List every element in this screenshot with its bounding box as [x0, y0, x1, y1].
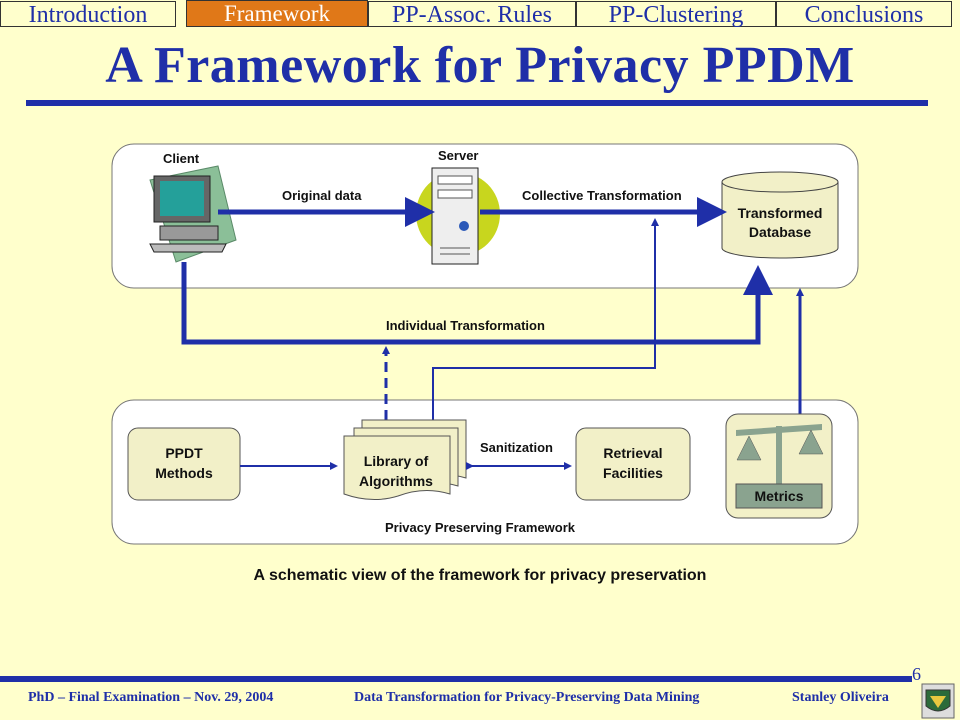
retrieval-label-line2: Facilities [603, 465, 663, 481]
ppdt-label-line2: Methods [155, 465, 213, 481]
client-label: Client [163, 151, 200, 166]
client-computer-icon [149, 165, 237, 263]
ppdt-methods-box [127, 427, 241, 501]
individual-transformation-label: Individual Transformation [386, 318, 545, 333]
server-label: Server [438, 148, 478, 163]
collective-transformation-label: Collective Transformation [522, 188, 682, 203]
library-label-line2: Algorithms [359, 473, 433, 489]
metrics-label: Metrics [754, 488, 803, 504]
sanitization-label: Sanitization [480, 440, 553, 455]
footer-right: Stanley Oliveira [792, 690, 889, 705]
university-crest-icon [921, 683, 955, 719]
database-label-line2: Database [749, 224, 811, 240]
footer-left: PhD – Final Examination – Nov. 29, 2004 [28, 690, 274, 705]
original-data-label: Original data [282, 188, 362, 203]
tab-introduction[interactable]: Introduction [0, 1, 176, 28]
framework-label: Privacy Preserving Framework [385, 520, 576, 535]
diagram-caption: A schematic view of the framework for pr… [253, 567, 707, 584]
database-label-line1: Transformed [738, 205, 823, 221]
tab-pp-assoc-rules[interactable]: PP-Assoc. Rules [368, 1, 576, 28]
footer-rule [0, 676, 912, 682]
transformed-database [721, 171, 839, 259]
page-number: 6 [912, 664, 921, 684]
ppdt-label-line1: PPDT [165, 445, 203, 461]
tab-conclusions[interactable]: Conclusions [776, 1, 952, 28]
footer-center: Data Transformation for Privacy-Preservi… [354, 690, 700, 705]
server-icon [416, 167, 500, 265]
slide-title: A Framework for Privacy PPDM [105, 37, 855, 94]
library-label-line1: Library of [364, 453, 429, 469]
library-of-algorithms-stack [343, 419, 467, 500]
metrics-label-bar [735, 483, 823, 509]
individual-transformation-arrow [181, 262, 773, 345]
library-to-collective-arrow [432, 218, 659, 420]
tab-pp-clustering[interactable]: PP-Clustering [576, 1, 776, 28]
nav-tabs: Introduction Framework PP-Assoc. Rules P… [0, 0, 960, 28]
balance-scale-icon [736, 424, 824, 484]
retrieval-label-line1: Retrieval [603, 445, 662, 461]
retrieval-facilities-box [575, 427, 691, 501]
title-underline [26, 100, 928, 106]
tab-framework[interactable]: Framework [186, 0, 368, 27]
